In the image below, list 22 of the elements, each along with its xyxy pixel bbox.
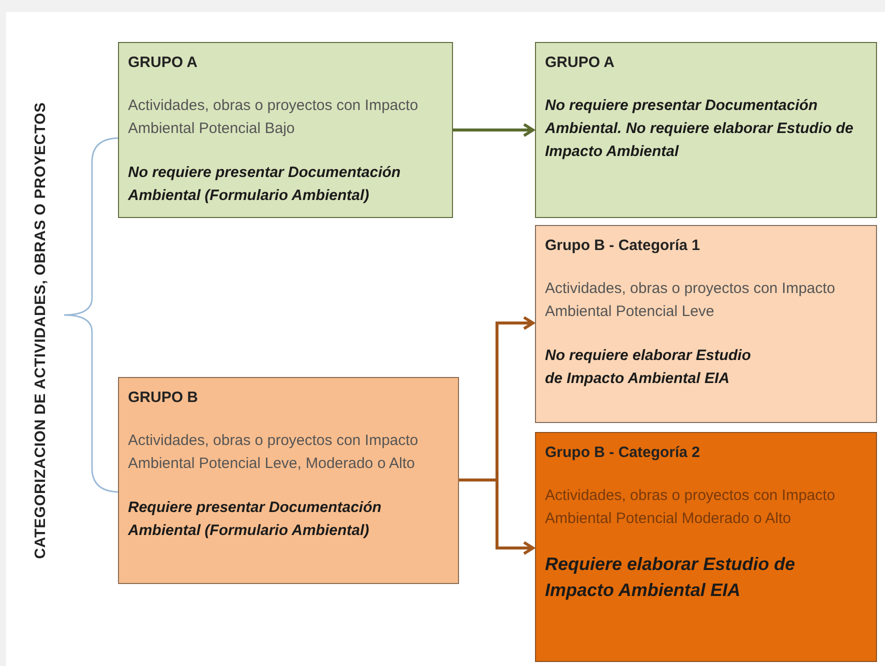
axis-title: CATEGORIZACION DE ACTIVIDADES, OBRAS O PROYECTOS — [31, 102, 48, 558]
arrow — [453, 122, 534, 138]
box-heading: GRUPO A — [128, 53, 198, 73]
description-text: Actividades, obras o proyectos con Impacto Ambiental Potencial Leve — [545, 279, 836, 322]
process-box — [118, 42, 453, 218]
requirement-text: Requiere presentar Documentación Ambiental (Formulario Ambiental) — [128, 498, 382, 541]
requirement-text: Requiere elaborar Estudio de Impacto Ambiental EIA — [545, 553, 796, 602]
result-box — [535, 432, 877, 662]
description-text: Actividades, obras o proyectos con Impacto Ambiental Potencial Leve, Moderado o Alto — [128, 431, 420, 474]
description-text: Actividades, obras o proyectos con Impacto Ambiental Potencial Bajo — [128, 96, 420, 139]
arrow — [459, 478, 534, 556]
box-heading: GRUPO B — [128, 388, 200, 408]
requirement-text: No requiere presentar Documentación Ambiental. No requiere elaborar Estudio de Impacto Ambiental — [545, 96, 854, 162]
description-text: Actividades, obras o proyectos con Impacto Ambiental Potencial Moderado o Alto — [545, 486, 836, 529]
result-box — [535, 225, 877, 423]
requirement-text: No requiere elaborar Estudio de Impacto Ambiental EIA — [545, 346, 752, 389]
process-box — [118, 377, 459, 584]
box-heading: GRUPO A — [545, 53, 616, 73]
box-heading: Grupo B - Categoría 1 — [545, 236, 702, 256]
requirement-text: No requiere presentar Documentación Ambiental (Formulario Ambiental) — [128, 163, 402, 206]
box-heading: Grupo B - Categoría 2 — [545, 443, 702, 463]
result-box — [535, 42, 877, 218]
